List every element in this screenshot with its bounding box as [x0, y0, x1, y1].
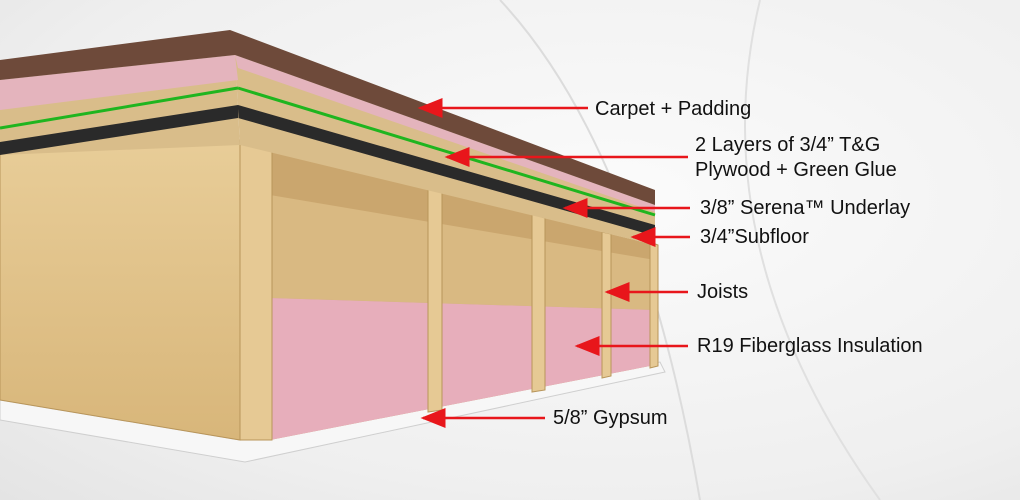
label-joists: Joists [697, 281, 749, 303]
insulation [270, 298, 655, 440]
label-insulation: R19 Fiberglass Insulation [697, 335, 923, 357]
joist [427, 187, 443, 413]
label-plywood-line1: 2 Layers of 3/4” T&G [695, 134, 881, 156]
padding-side [235, 55, 655, 212]
joist [601, 231, 612, 379]
label-subfloor: 3/4”Subfloor [700, 226, 809, 248]
label-underlay: 3/8” Serena™ Underlay [700, 197, 911, 219]
joist [239, 139, 273, 441]
gypsum-layer [0, 361, 666, 463]
joist-end-face [0, 139, 241, 441]
label-carpet: Carpet + Padding [595, 98, 752, 120]
background-swoosh [744, 0, 881, 500]
underlay-side [238, 105, 655, 236]
underlay-front [0, 105, 238, 155]
label-gypsum: 5/8” Gypsum [553, 407, 668, 429]
padding-front [0, 55, 238, 110]
joist [649, 241, 659, 369]
label-plywood-line2: Plywood + Green Glue [695, 159, 897, 181]
joist [531, 213, 546, 393]
cavity-back-wall [270, 195, 655, 310]
green-glue-line [0, 86, 239, 130]
